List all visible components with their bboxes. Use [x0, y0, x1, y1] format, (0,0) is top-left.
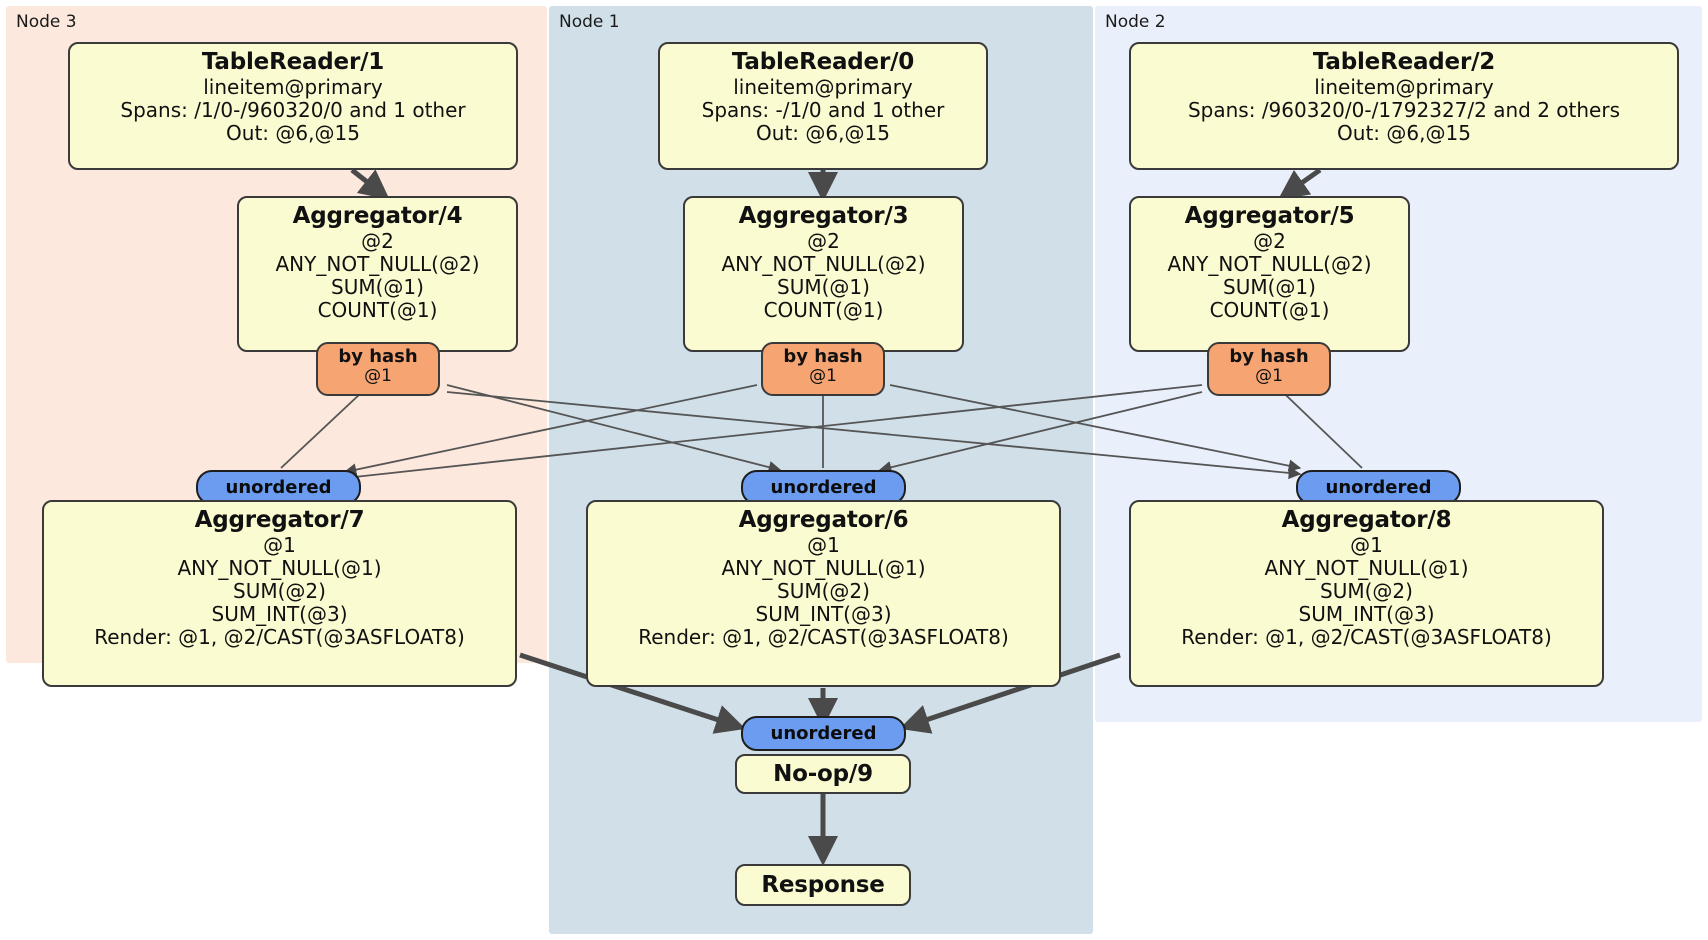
by-hash-label: by hash	[783, 346, 863, 367]
unordered-label: unordered	[225, 477, 332, 498]
aggregator-title: Aggregator/8	[1281, 507, 1452, 533]
table-reader-line: lineitem@primary	[203, 74, 383, 99]
aggregator-box-5[interactable]: Aggregator/5 @2 ANY_NOT_NULL(@2) SUM(@1)…	[1129, 196, 1410, 352]
table-reader-line: lineitem@primary	[733, 74, 913, 99]
aggregator-line: @2	[361, 228, 394, 253]
aggregator-line: SUM(@2)	[1320, 579, 1413, 604]
table-reader-line: lineitem@primary	[1314, 74, 1494, 99]
aggregator-line: ANY_NOT_NULL(@2)	[275, 251, 480, 276]
aggregator-render-line: Render: @1, @2/CAST(@3ASFLOAT8)	[1181, 625, 1552, 650]
aggregator-line: @1	[807, 532, 840, 557]
aggregator-line: SUM(@1)	[1223, 275, 1316, 300]
table-reader-box-0[interactable]: TableReader/0 lineitem@primary Spans: -/…	[658, 42, 988, 170]
table-reader-line: Out: @6,@15	[1337, 121, 1471, 146]
table-reader-line: Out: @6,@15	[756, 121, 890, 146]
aggregator-line: ANY_NOT_NULL(@1)	[177, 555, 382, 580]
unordered-badge-node3[interactable]: unordered	[196, 470, 361, 505]
aggregator-box-6[interactable]: Aggregator/6 @1 ANY_NOT_NULL(@1) SUM(@2)…	[586, 500, 1061, 687]
aggregator-title: Aggregator/6	[738, 507, 909, 533]
no-op-box[interactable]: No-op/9	[735, 754, 911, 794]
table-reader-line: Spans: -/1/0 and 1 other	[701, 97, 945, 122]
by-hash-badge-node3[interactable]: by hash @1	[316, 342, 440, 396]
aggregator-box-3[interactable]: Aggregator/3 @2 ANY_NOT_NULL(@2) SUM(@1)…	[683, 196, 964, 352]
aggregator-line: SUM(@1)	[331, 275, 424, 300]
aggregator-line: COUNT(@1)	[317, 298, 438, 323]
aggregator-line: SUM_INT(@3)	[211, 602, 348, 627]
unordered-label: unordered	[1325, 477, 1432, 498]
no-op-title: No-op/9	[773, 761, 873, 787]
table-reader-line: Spans: /960320/0-/1792327/2 and 2 others	[1187, 97, 1620, 122]
unordered-badge-node1[interactable]: unordered	[741, 470, 906, 505]
aggregator-title: Aggregator/3	[738, 203, 909, 229]
aggregator-title: Aggregator/4	[292, 203, 463, 229]
aggregator-line: ANY_NOT_NULL(@2)	[1167, 251, 1372, 276]
aggregator-box-4[interactable]: Aggregator/4 @2 ANY_NOT_NULL(@2) SUM(@1)…	[237, 196, 518, 352]
table-reader-title: TableReader/0	[731, 49, 915, 75]
aggregator-box-7[interactable]: Aggregator/7 @1 ANY_NOT_NULL(@1) SUM(@2)…	[42, 500, 517, 687]
response-box[interactable]: Response	[735, 864, 911, 906]
by-hash-column: @1	[1255, 365, 1283, 386]
aggregator-line: ANY_NOT_NULL(@1)	[1264, 555, 1469, 580]
node-label-2: Node 2	[1105, 12, 1166, 32]
table-reader-box-2[interactable]: TableReader/2 lineitem@primary Spans: /9…	[1129, 42, 1679, 170]
aggregator-line: @1	[263, 532, 296, 557]
aggregator-line: SUM(@1)	[777, 275, 870, 300]
aggregator-box-8[interactable]: Aggregator/8 @1 ANY_NOT_NULL(@1) SUM(@2)…	[1129, 500, 1604, 687]
aggregator-render-line: Render: @1, @2/CAST(@3ASFLOAT8)	[638, 625, 1009, 650]
unordered-label: unordered	[770, 723, 877, 744]
aggregator-line: SUM(@2)	[777, 579, 870, 604]
by-hash-badge-node1[interactable]: by hash @1	[761, 342, 885, 396]
aggregator-line: SUM_INT(@3)	[755, 602, 892, 627]
aggregator-render-line: Render: @1, @2/CAST(@3ASFLOAT8)	[94, 625, 465, 650]
aggregator-line: SUM_INT(@3)	[1298, 602, 1435, 627]
aggregator-line: SUM(@2)	[233, 579, 326, 604]
aggregator-line: @2	[1253, 228, 1286, 253]
aggregator-line: COUNT(@1)	[1209, 298, 1330, 323]
unordered-label: unordered	[770, 477, 877, 498]
node-label-1: Node 1	[559, 12, 620, 32]
table-reader-box-1[interactable]: TableReader/1 lineitem@primary Spans: /1…	[68, 42, 518, 170]
aggregator-line: @2	[807, 228, 840, 253]
table-reader-line: Spans: /1/0-/960320/0 and 1 other	[120, 97, 466, 122]
aggregator-line: ANY_NOT_NULL(@2)	[721, 251, 926, 276]
table-reader-title: TableReader/2	[1312, 49, 1496, 75]
table-reader-line: Out: @6,@15	[226, 121, 360, 146]
unordered-badge-final[interactable]: unordered	[741, 716, 906, 751]
by-hash-column: @1	[809, 365, 837, 386]
aggregator-title: Aggregator/5	[1184, 203, 1355, 229]
by-hash-label: by hash	[338, 346, 418, 367]
table-reader-title: TableReader/1	[201, 49, 385, 75]
node-label-3: Node 3	[16, 12, 77, 32]
response-title: Response	[761, 872, 885, 898]
by-hash-label: by hash	[1229, 346, 1309, 367]
aggregator-line: COUNT(@1)	[763, 298, 884, 323]
aggregator-line: ANY_NOT_NULL(@1)	[721, 555, 926, 580]
by-hash-column: @1	[364, 365, 392, 386]
aggregator-line: @1	[1350, 532, 1383, 557]
by-hash-badge-node2[interactable]: by hash @1	[1207, 342, 1331, 396]
aggregator-title: Aggregator/7	[194, 507, 365, 533]
